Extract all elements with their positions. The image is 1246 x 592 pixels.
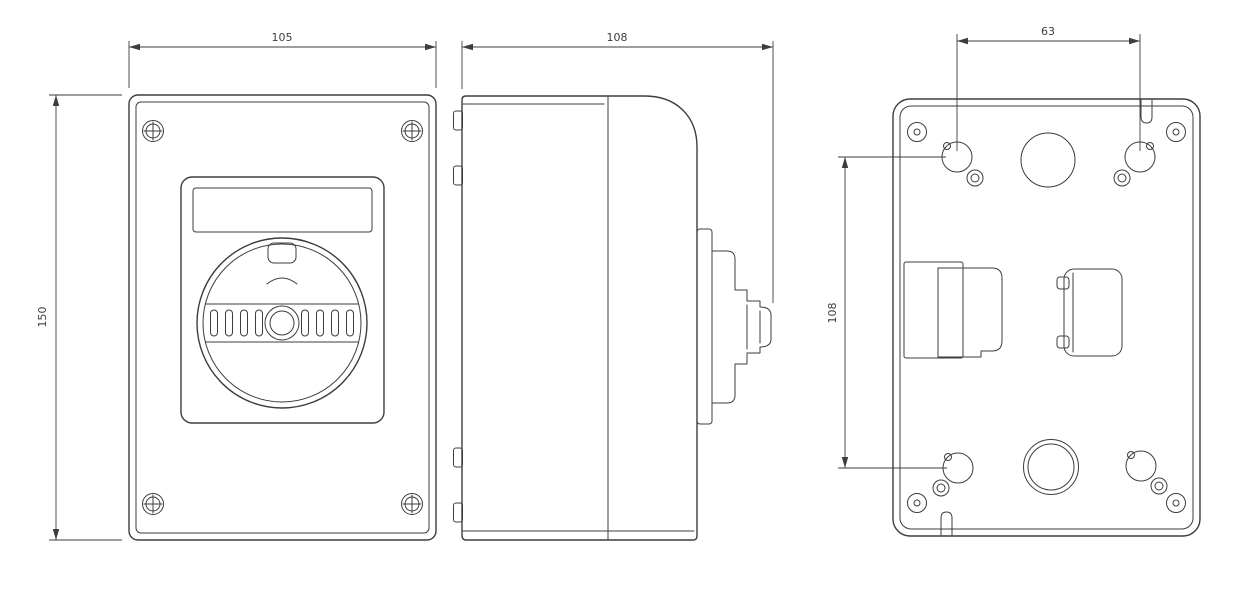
dimension-side-depth: 108: [461, 31, 774, 303]
corner-hole-pilot: [913, 128, 921, 136]
keyhole-main: [942, 452, 974, 484]
keyhole-pin: [1146, 142, 1154, 150]
dimension-back-hole-spacing-horizontal: 63: [956, 25, 1141, 151]
lid-screw-boss: [453, 110, 463, 131]
back-corner-hole-top-left: [907, 122, 927, 142]
keyhole-pin: [1127, 451, 1135, 459]
lid-screw-boss: [453, 165, 463, 186]
keyhole-small-pilot: [936, 483, 946, 493]
dimension-value-front-height: 150: [36, 307, 49, 328]
mechanism-profile: [711, 250, 772, 404]
cutout-right-tab: [1056, 276, 1070, 290]
dimension-value-back-side-spacing: 108: [826, 303, 839, 324]
dial-grip-slot: [255, 309, 263, 337]
dial-hub-inner: [269, 310, 295, 336]
lid-screw-boss: [453, 447, 463, 468]
switch-panel-outline: [180, 176, 385, 424]
back-corner-hole-bottom-left: [907, 493, 927, 513]
top-edge-slot: [1140, 99, 1153, 124]
dial-grip-slot: [301, 309, 309, 337]
corner-hole-pilot: [913, 499, 921, 507]
corner-hole-ring: [1166, 493, 1186, 513]
rotary-dial: [196, 237, 368, 409]
corner-hole-pilot: [1172, 499, 1180, 507]
mounting-keyhole-bottom-left: [932, 452, 974, 497]
dial-grip-slot: [331, 309, 339, 337]
screw-outer-ring: [401, 493, 423, 515]
dimension-back-hole-spacing-vertical: 108: [826, 156, 947, 469]
dial-indicator-arc: [266, 277, 298, 285]
mounting-keyhole-bottom-right: [1125, 450, 1168, 495]
front-view: [128, 94, 437, 541]
keyhole-small: [1113, 169, 1131, 187]
side-enclosure-outline: [461, 95, 698, 541]
keyhole-main: [1125, 450, 1157, 482]
back-corner-hole-bottom-right: [1166, 493, 1186, 513]
mounting-keyhole-top-left: [941, 141, 984, 187]
front-switch-panel: [180, 176, 385, 424]
mechanism-flange: [696, 228, 713, 425]
front-enclosure-outline: [128, 94, 437, 541]
keyhole-small-pilot: [1117, 173, 1127, 183]
dial-grip-slot: [210, 309, 218, 337]
dimension-front-width: 105: [128, 31, 437, 88]
dimension-value-side-depth: 108: [607, 31, 628, 44]
back-enclosure-inner-edge: [899, 105, 1194, 530]
front-screw-top-right: [401, 120, 423, 142]
keyhole-small: [932, 479, 950, 497]
dimension-value-back-top-spacing: 63: [1041, 25, 1055, 38]
cutout-left-cover: [937, 267, 1003, 358]
dimension-front-height: 150: [36, 94, 122, 541]
front-screw-bottom-left: [142, 493, 164, 515]
keyhole-small-pilot: [1154, 481, 1164, 491]
keyhole-small: [966, 169, 984, 187]
dial-grip-slot: [240, 309, 248, 337]
cable-entry-bottom-inner: [1027, 443, 1075, 491]
keyhole-small-pilot: [970, 173, 980, 183]
center-cutout-right: [1056, 268, 1123, 357]
lid-screw-boss: [453, 502, 463, 523]
dimension-value-front-width: 105: [272, 31, 293, 44]
front-screw-bottom-right: [401, 493, 423, 515]
back-view: [892, 98, 1201, 537]
cable-entry-top: [1020, 132, 1076, 188]
corner-hole-ring: [907, 122, 927, 142]
keyhole-pin: [943, 142, 951, 150]
corner-hole-pilot: [1172, 128, 1180, 136]
cutout-left-plate: [903, 261, 964, 359]
bottom-edge-slot: [940, 511, 953, 536]
rear-switch-mechanism: [696, 228, 772, 425]
dial-grip-slot: [225, 309, 233, 337]
center-cutout-left: [903, 261, 1003, 359]
cable-entry-bottom-outer: [1023, 439, 1079, 495]
dial-bezel-inner: [202, 243, 362, 403]
screw-outer-ring: [401, 120, 423, 142]
back-corner-hole-top-right: [1166, 122, 1186, 142]
screw-outer-ring: [142, 120, 164, 142]
dial-grip-slot: [316, 309, 324, 337]
corner-hole-ring: [1166, 122, 1186, 142]
keyhole-small: [1150, 477, 1168, 495]
keyhole-pin: [944, 453, 952, 461]
dial-hub-outer: [264, 305, 300, 341]
front-enclosure-inner-edge: [135, 101, 430, 534]
dial-bezel-outer: [196, 237, 368, 409]
cutout-right-tab: [1056, 335, 1070, 349]
mounting-keyhole-top-right: [1113, 141, 1156, 187]
dial-grip-slot: [346, 309, 354, 337]
back-enclosure-outline: [892, 98, 1201, 537]
side-view: [453, 95, 772, 541]
cutout-right-frame: [1063, 268, 1123, 357]
corner-hole-ring: [907, 493, 927, 513]
dial-position-indicator: [267, 242, 297, 264]
front-screw-top-left: [142, 120, 164, 142]
screw-outer-ring: [142, 493, 164, 515]
label-plate: [192, 187, 373, 233]
